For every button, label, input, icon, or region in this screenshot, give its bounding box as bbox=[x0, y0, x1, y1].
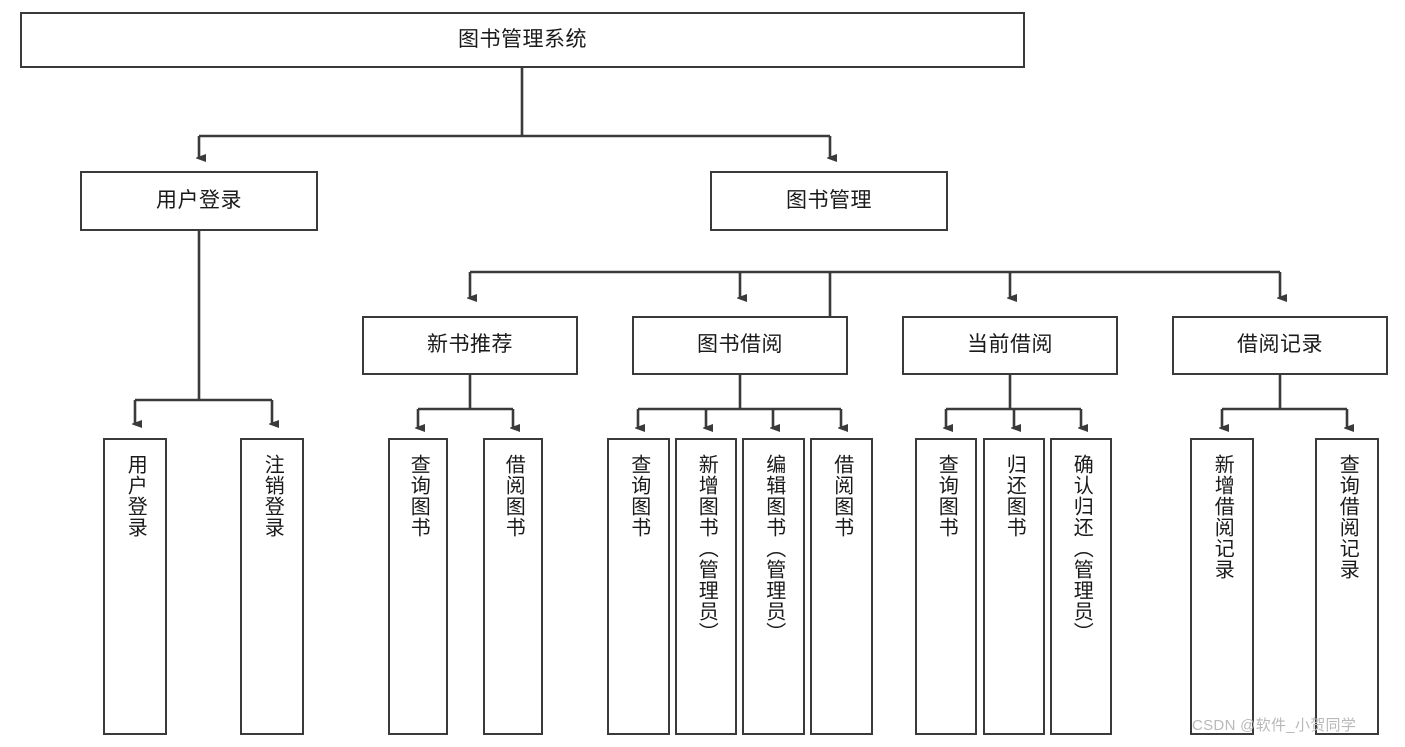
node-leaf-add-book-label: 新增图书（管理员） bbox=[695, 454, 718, 643]
node-book-borrow[interactable]: 图书借阅 bbox=[632, 316, 848, 375]
node-leaf-confirm-return[interactable]: 确认归还（管理员） bbox=[1050, 438, 1112, 735]
node-leaf-return-book-label: 归还图书 bbox=[1003, 454, 1026, 538]
node-book-manage[interactable]: 图书管理 bbox=[710, 171, 948, 231]
node-leaf-query-book-2[interactable]: 查询图书 bbox=[607, 438, 670, 735]
node-leaf-confirm-return-label: 确认归还（管理员） bbox=[1070, 454, 1093, 643]
node-root[interactable]: 图书管理系统 bbox=[20, 12, 1025, 68]
node-current-borrow-label: 当前借阅 bbox=[967, 333, 1053, 357]
node-leaf-user-login-label: 用户登录 bbox=[124, 454, 147, 538]
node-leaf-add-record-label: 新增借阅记录 bbox=[1211, 454, 1234, 580]
node-leaf-logout[interactable]: 注销登录 bbox=[240, 438, 304, 735]
node-new-book-recommend-label: 新书推荐 bbox=[427, 333, 513, 357]
node-leaf-query-book-1-label: 查询图书 bbox=[407, 454, 430, 538]
node-borrow-record[interactable]: 借阅记录 bbox=[1172, 316, 1388, 375]
node-leaf-borrow-book-2[interactable]: 借阅图书 bbox=[810, 438, 873, 735]
node-current-borrow[interactable]: 当前借阅 bbox=[902, 316, 1118, 375]
node-leaf-return-book[interactable]: 归还图书 bbox=[983, 438, 1045, 735]
node-leaf-query-book-1[interactable]: 查询图书 bbox=[388, 438, 448, 735]
node-leaf-query-book-3-label: 查询图书 bbox=[935, 454, 958, 538]
node-book-borrow-label: 图书借阅 bbox=[697, 333, 783, 357]
node-book-manage-label: 图书管理 bbox=[786, 188, 872, 212]
node-root-label: 图书管理系统 bbox=[458, 27, 587, 51]
node-new-book-recommend[interactable]: 新书推荐 bbox=[362, 316, 578, 375]
csdn-watermark: CSDN @软件_小贺同学 bbox=[1192, 717, 1357, 734]
node-leaf-query-book-3[interactable]: 查询图书 bbox=[915, 438, 977, 735]
node-leaf-user-login[interactable]: 用户登录 bbox=[103, 438, 167, 735]
node-leaf-add-record[interactable]: 新增借阅记录 bbox=[1190, 438, 1254, 735]
node-leaf-edit-book-label: 编辑图书（管理员） bbox=[762, 454, 785, 643]
node-leaf-borrow-book-1-label: 借阅图书 bbox=[502, 454, 525, 538]
node-leaf-borrow-book-1[interactable]: 借阅图书 bbox=[483, 438, 543, 735]
node-leaf-query-book-2-label: 查询图书 bbox=[627, 454, 650, 538]
node-leaf-query-record[interactable]: 查询借阅记录 bbox=[1315, 438, 1379, 735]
node-leaf-add-book[interactable]: 新增图书（管理员） bbox=[675, 438, 737, 735]
node-leaf-query-record-label: 查询借阅记录 bbox=[1336, 454, 1359, 580]
node-user-login[interactable]: 用户登录 bbox=[80, 171, 318, 231]
node-user-login-label: 用户登录 bbox=[156, 188, 242, 212]
node-leaf-edit-book[interactable]: 编辑图书（管理员） bbox=[742, 438, 805, 735]
node-borrow-record-label: 借阅记录 bbox=[1237, 333, 1323, 357]
node-leaf-logout-label: 注销登录 bbox=[261, 454, 284, 538]
node-leaf-borrow-book-2-label: 借阅图书 bbox=[830, 454, 853, 538]
